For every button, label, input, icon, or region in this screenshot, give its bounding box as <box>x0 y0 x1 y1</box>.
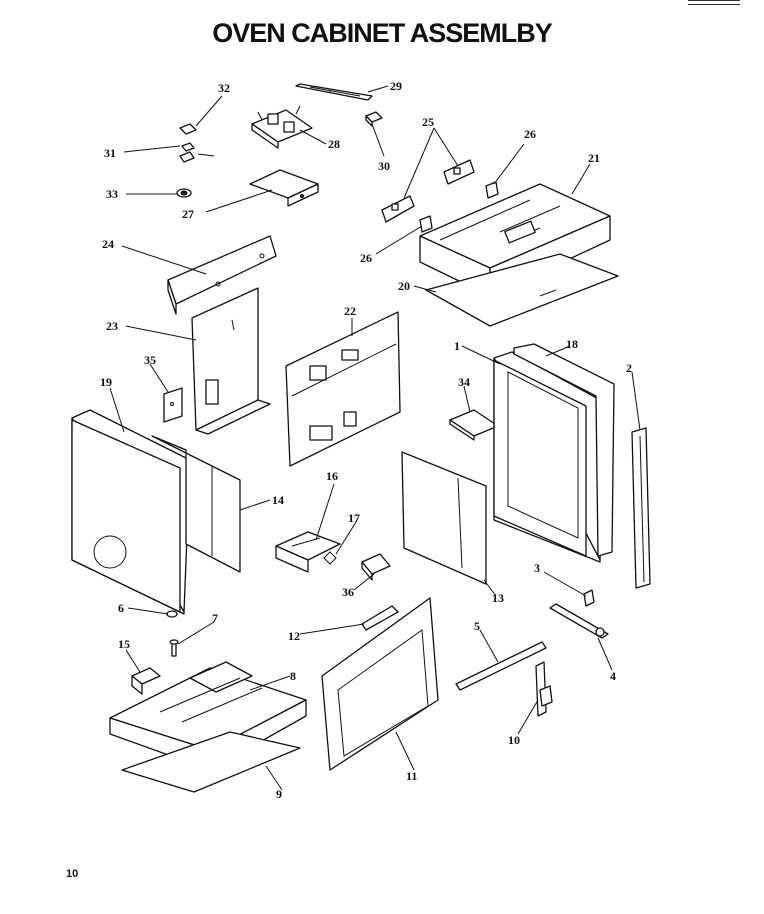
part-5-trim-strip <box>455 641 547 691</box>
part-2-side-trim <box>631 427 651 589</box>
part-15-bracket <box>131 667 161 695</box>
callout-8: 8 <box>290 669 296 683</box>
callout-13: 13 <box>492 591 504 605</box>
page-number: 10 <box>66 868 79 880</box>
part-35-bracket <box>163 387 183 423</box>
callout-32: 32 <box>218 81 230 95</box>
part-18-gasket <box>513 343 615 557</box>
callout-5: 5 <box>474 619 480 633</box>
callout-22: 22 <box>344 304 356 318</box>
callout-2: 2 <box>626 361 632 375</box>
part-32-clip <box>179 123 197 135</box>
callout-21: 21 <box>588 151 600 165</box>
part-28-switch <box>251 105 313 149</box>
part-20-bottom-plate <box>425 253 619 327</box>
callout-3: 3 <box>534 561 540 575</box>
part-10-hinge <box>535 661 553 717</box>
callout-1: 1 <box>454 339 460 353</box>
part-12-latch <box>361 605 399 631</box>
part-36-bracket <box>361 553 391 581</box>
callout-7: 7 <box>212 611 218 625</box>
part-3-clip <box>583 589 595 607</box>
callout-35: 35 <box>144 353 156 367</box>
callout-28: 28 <box>328 137 340 151</box>
callout-31: 31 <box>104 146 116 160</box>
part-16-bracket <box>275 531 341 573</box>
part-30-clip <box>365 111 383 127</box>
callout-27: 27 <box>182 207 194 221</box>
part-14-side-shield <box>151 435 241 573</box>
part-29-bracket <box>295 83 373 101</box>
callout-10: 10 <box>508 733 520 747</box>
callout-16: 16 <box>326 469 338 483</box>
part-11-oven-door-frame <box>321 597 439 771</box>
part-7-screw <box>169 639 179 657</box>
part-25-brackets <box>381 159 475 223</box>
callout-6: 6 <box>118 601 124 615</box>
callout-23: 23 <box>106 319 118 333</box>
part-9-bottom-plate <box>121 731 301 793</box>
part-34-bracket <box>449 409 499 441</box>
part-33-screw <box>176 188 192 198</box>
part-26-clips <box>419 181 499 233</box>
part-17-spring <box>323 551 337 565</box>
callout-34: 34 <box>458 375 470 389</box>
callout-26-lower: 26 <box>360 251 372 265</box>
callout-9: 9 <box>276 787 282 801</box>
callout-30: 30 <box>378 159 390 173</box>
part-31-clips <box>179 142 215 163</box>
callout-36: 36 <box>342 585 354 599</box>
callout-14: 14 <box>272 493 284 507</box>
callout-4: 4 <box>610 669 616 683</box>
callout-11: 11 <box>406 769 417 783</box>
part-23-rear-panel <box>191 287 271 435</box>
callout-19: 19 <box>100 375 112 389</box>
part-27-bracket <box>249 169 319 207</box>
callout-18: 18 <box>566 337 578 351</box>
part-22-center-panel <box>285 311 401 467</box>
part-1-door-frame <box>493 351 605 563</box>
corner-mark <box>688 0 740 5</box>
callout-15: 15 <box>118 637 130 651</box>
callout-24: 24 <box>102 237 114 251</box>
callout-29: 29 <box>390 79 402 93</box>
part-19-side-panel <box>71 409 191 615</box>
callout-25: 25 <box>422 115 434 129</box>
part-13-inner-panel <box>401 451 487 585</box>
callout-12: 12 <box>288 629 300 643</box>
callout-26-top: 26 <box>524 127 536 141</box>
callout-17: 17 <box>348 511 360 525</box>
callout-20: 20 <box>398 279 410 293</box>
part-24-top-strip <box>167 235 277 315</box>
callout-33: 33 <box>106 187 118 201</box>
part-6-nut <box>166 610 178 618</box>
leader-lines <box>109 85 641 791</box>
part-4-rail <box>549 603 609 639</box>
page-title: OVEN CABINET ASSEMLBY <box>212 18 553 48</box>
